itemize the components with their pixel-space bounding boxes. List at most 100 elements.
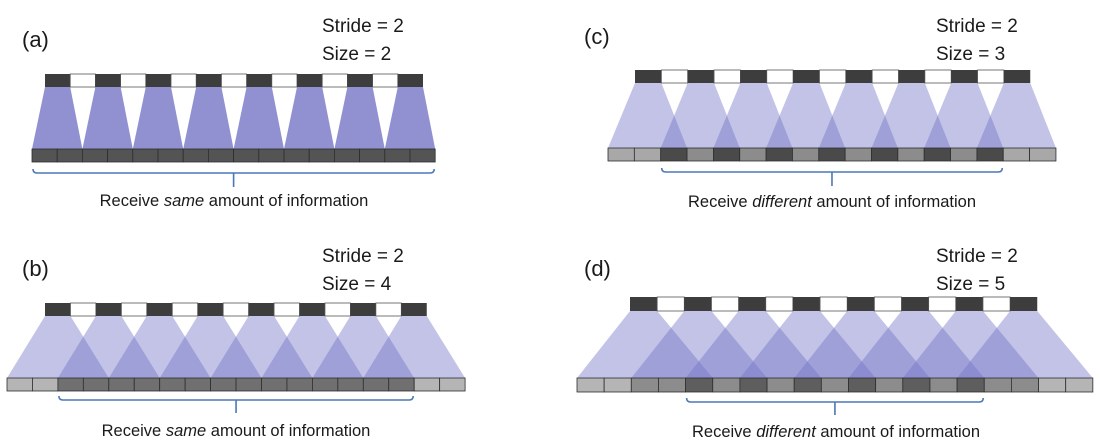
input-cell-dark — [635, 70, 662, 83]
input-cell-gap — [220, 73, 247, 88]
output-cell — [1002, 147, 1031, 162]
input-cell-dark — [350, 303, 376, 316]
output-row — [576, 377, 1094, 393]
caption-emphasis: same — [164, 192, 204, 210]
output-cell — [337, 377, 364, 392]
bracket — [685, 397, 985, 415]
output-cell — [633, 147, 662, 162]
kernel-projection — [384, 87, 436, 149]
output-cell — [308, 148, 335, 163]
input-cell-gap — [711, 296, 740, 312]
input-cell-gap — [321, 73, 348, 88]
input-cell-dark — [299, 303, 325, 316]
output-cell — [950, 147, 978, 162]
input-cell-dark — [738, 297, 766, 311]
projection-layer — [7, 316, 466, 378]
caption-prefix: Receive — [688, 193, 752, 211]
output-cell — [875, 377, 904, 393]
panel-d: (d) Stride = 2 Size = 5 Receive differen… — [576, 246, 1094, 441]
output-cell — [132, 148, 159, 163]
output-cell — [713, 147, 741, 162]
input-cell-gap — [170, 73, 197, 88]
bracket — [58, 395, 414, 413]
panel-geometry — [31, 73, 436, 187]
input-cell-dark — [898, 70, 925, 83]
input-cell-dark — [297, 74, 323, 87]
input-cell-gap — [765, 296, 794, 312]
input-cell-dark — [347, 74, 373, 87]
caption-suffix: amount of information — [204, 192, 368, 210]
input-cell-dark — [145, 74, 171, 87]
panel-a: (a) Stride = 2 Size = 2 Receive same amo… — [22, 16, 436, 210]
output-cell — [1065, 377, 1094, 393]
output-cell — [765, 147, 793, 162]
kernel-projection — [685, 311, 822, 378]
input-row — [630, 296, 1038, 312]
output-cell — [686, 147, 714, 162]
input-cell-dark — [793, 70, 820, 83]
output-cell — [630, 377, 659, 393]
output-cell — [182, 148, 209, 163]
input-cell-gap — [271, 73, 298, 88]
bracket — [32, 168, 435, 187]
output-cell — [311, 377, 339, 392]
output-cell — [956, 377, 985, 393]
input-cell-gap — [819, 296, 848, 312]
kernel-projection — [818, 83, 898, 148]
input-cell-gap — [871, 69, 899, 84]
output-cell — [82, 148, 109, 163]
stride-label: Stride = 2 — [322, 246, 404, 267]
input-cell-dark — [687, 70, 715, 83]
input-cell-dark — [845, 70, 873, 83]
kernel-projection — [312, 316, 415, 378]
output-row — [607, 147, 1057, 162]
output-cell — [261, 377, 288, 392]
output-cell — [1029, 147, 1057, 162]
caption: Receive different amount of information — [688, 193, 976, 211]
input-cell-gap — [924, 69, 952, 84]
panel-geometry — [576, 296, 1094, 415]
kernel-projection — [957, 311, 1093, 378]
output-cell — [107, 148, 134, 163]
kernel-projection — [924, 83, 1004, 148]
output-cell — [133, 377, 161, 392]
output-cell — [258, 148, 285, 163]
caption-emphasis: same — [166, 422, 206, 440]
kernel-projection — [183, 87, 234, 149]
output-cell — [108, 377, 135, 392]
output-cell — [792, 147, 820, 162]
output-cell — [207, 148, 234, 163]
kernel-projection — [32, 87, 83, 149]
input-cell-dark — [740, 70, 767, 83]
input-cell-dark — [95, 303, 122, 316]
input-cell-gap — [69, 73, 96, 88]
input-cell-dark — [1003, 70, 1031, 83]
stride-label: Stride = 2 — [322, 16, 404, 37]
kernel-projection — [577, 311, 713, 378]
panel-c: (c) Stride = 2 Size = 3 Receive differen… — [584, 16, 1057, 211]
output-cell — [685, 377, 714, 393]
input-cell-dark — [45, 303, 71, 316]
input-cell-dark — [901, 297, 929, 311]
input-row — [45, 73, 423, 88]
panel-label: (b) — [22, 256, 49, 281]
input-cell-dark — [95, 74, 121, 87]
caption-prefix: Receive — [100, 192, 164, 210]
input-cell-dark — [955, 297, 983, 311]
output-cell — [603, 377, 632, 393]
input-cell-gap — [171, 302, 199, 317]
panel-label: (d) — [584, 256, 611, 281]
output-cell — [607, 147, 635, 162]
output-cell — [848, 377, 877, 393]
caption-suffix: amount of information — [206, 422, 370, 440]
input-cell-gap — [982, 296, 1011, 312]
caption: Receive same amount of information — [102, 422, 371, 440]
input-cell-gap — [928, 296, 957, 312]
output-cell — [902, 377, 931, 393]
output-cell — [739, 147, 767, 162]
caption-prefix: Receive — [692, 423, 756, 441]
kernel-projection — [794, 311, 930, 378]
kernel-projection — [108, 316, 211, 378]
output-row — [6, 377, 466, 392]
